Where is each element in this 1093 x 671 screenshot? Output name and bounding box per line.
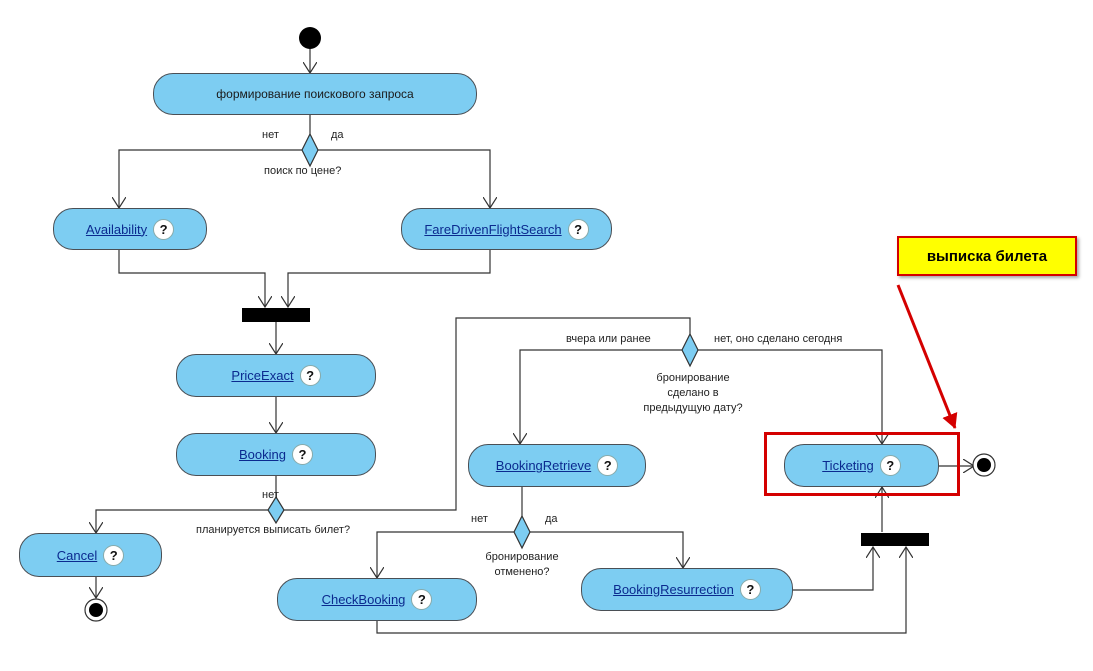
activity-booking-retrieve[interactable]: BookingRetrieve ? [468,444,646,487]
booking-resurrection-link[interactable]: BookingResurrection [613,582,734,597]
fare-driven-flight-search-link[interactable]: FareDrivenFlightSearch [424,221,562,237]
activity-price-exact[interactable]: PriceExact ? [176,354,376,397]
activity-booking[interactable]: Booking ? [176,433,376,476]
decision-booking-date [681,332,699,368]
decision-question: планируется выписать билет? [196,524,351,536]
help-icon[interactable]: ? [299,365,321,386]
ticketing-highlight-box [764,432,960,496]
guard-yesterday: вчера или ранее [566,333,651,345]
start-node [299,27,321,49]
callout-arrow [896,284,958,429]
help-icon[interactable]: ? [153,218,175,240]
booking-link[interactable]: Booking [239,447,286,462]
join-bar-ticketing [861,533,929,546]
availability-link[interactable]: Availability [85,221,148,237]
activity-label: формирование поискового запроса [216,87,414,101]
price-exact-link[interactable]: PriceExact [231,368,294,383]
booking-retrieve-link[interactable]: BookingRetrieve [495,458,592,473]
activity-booking-resurrection[interactable]: BookingResurrection ? [581,568,793,611]
join-bar [242,308,310,322]
decision-price-search [301,132,319,168]
guard-no: нет [471,513,488,525]
end-node-cancel [84,598,108,622]
help-icon[interactable]: ? [739,579,761,600]
guard-today: нет, оно сделано сегодня [714,333,843,345]
activity-fare-driven-flight-search[interactable]: FareDrivenFlightSearch ? [401,208,612,250]
cancel-link[interactable]: Cancel [56,547,98,563]
callout-label: выписка билета [926,247,1048,265]
activity-check-booking[interactable]: CheckBooking ? [277,578,477,621]
help-icon[interactable]: ? [879,455,901,476]
activity-cancel[interactable]: Cancel ? [19,533,162,577]
help-icon[interactable]: ? [597,455,619,476]
help-icon[interactable]: ? [411,589,433,610]
help-icon[interactable]: ? [291,444,313,465]
guard-no: нет [262,129,279,141]
decision-question: бронирование сделано в предыдущую дату? [643,372,743,414]
activity-availability[interactable]: Availability ? [53,208,207,250]
end-node-ticketing [972,453,996,477]
check-booking-link[interactable]: CheckBooking [321,592,406,607]
callout-ticket-issue: выписка билета [897,236,1077,276]
decision-question: бронирование отменено? [485,551,559,578]
guard-no: нет [262,489,279,501]
decision-question: поиск по цене? [264,165,342,177]
decision-booking-cancelled [513,514,531,550]
activity-ticketing[interactable]: Ticketing ? [784,444,939,487]
activity-search-request: формирование поискового запроса [153,73,477,115]
decision-plan-ticket [267,495,285,525]
guard-yes: да [331,129,344,141]
ticketing-link[interactable]: Ticketing [822,458,874,473]
help-icon[interactable]: ? [103,544,125,566]
guard-yes: да [545,513,558,525]
help-icon[interactable]: ? [567,218,589,240]
